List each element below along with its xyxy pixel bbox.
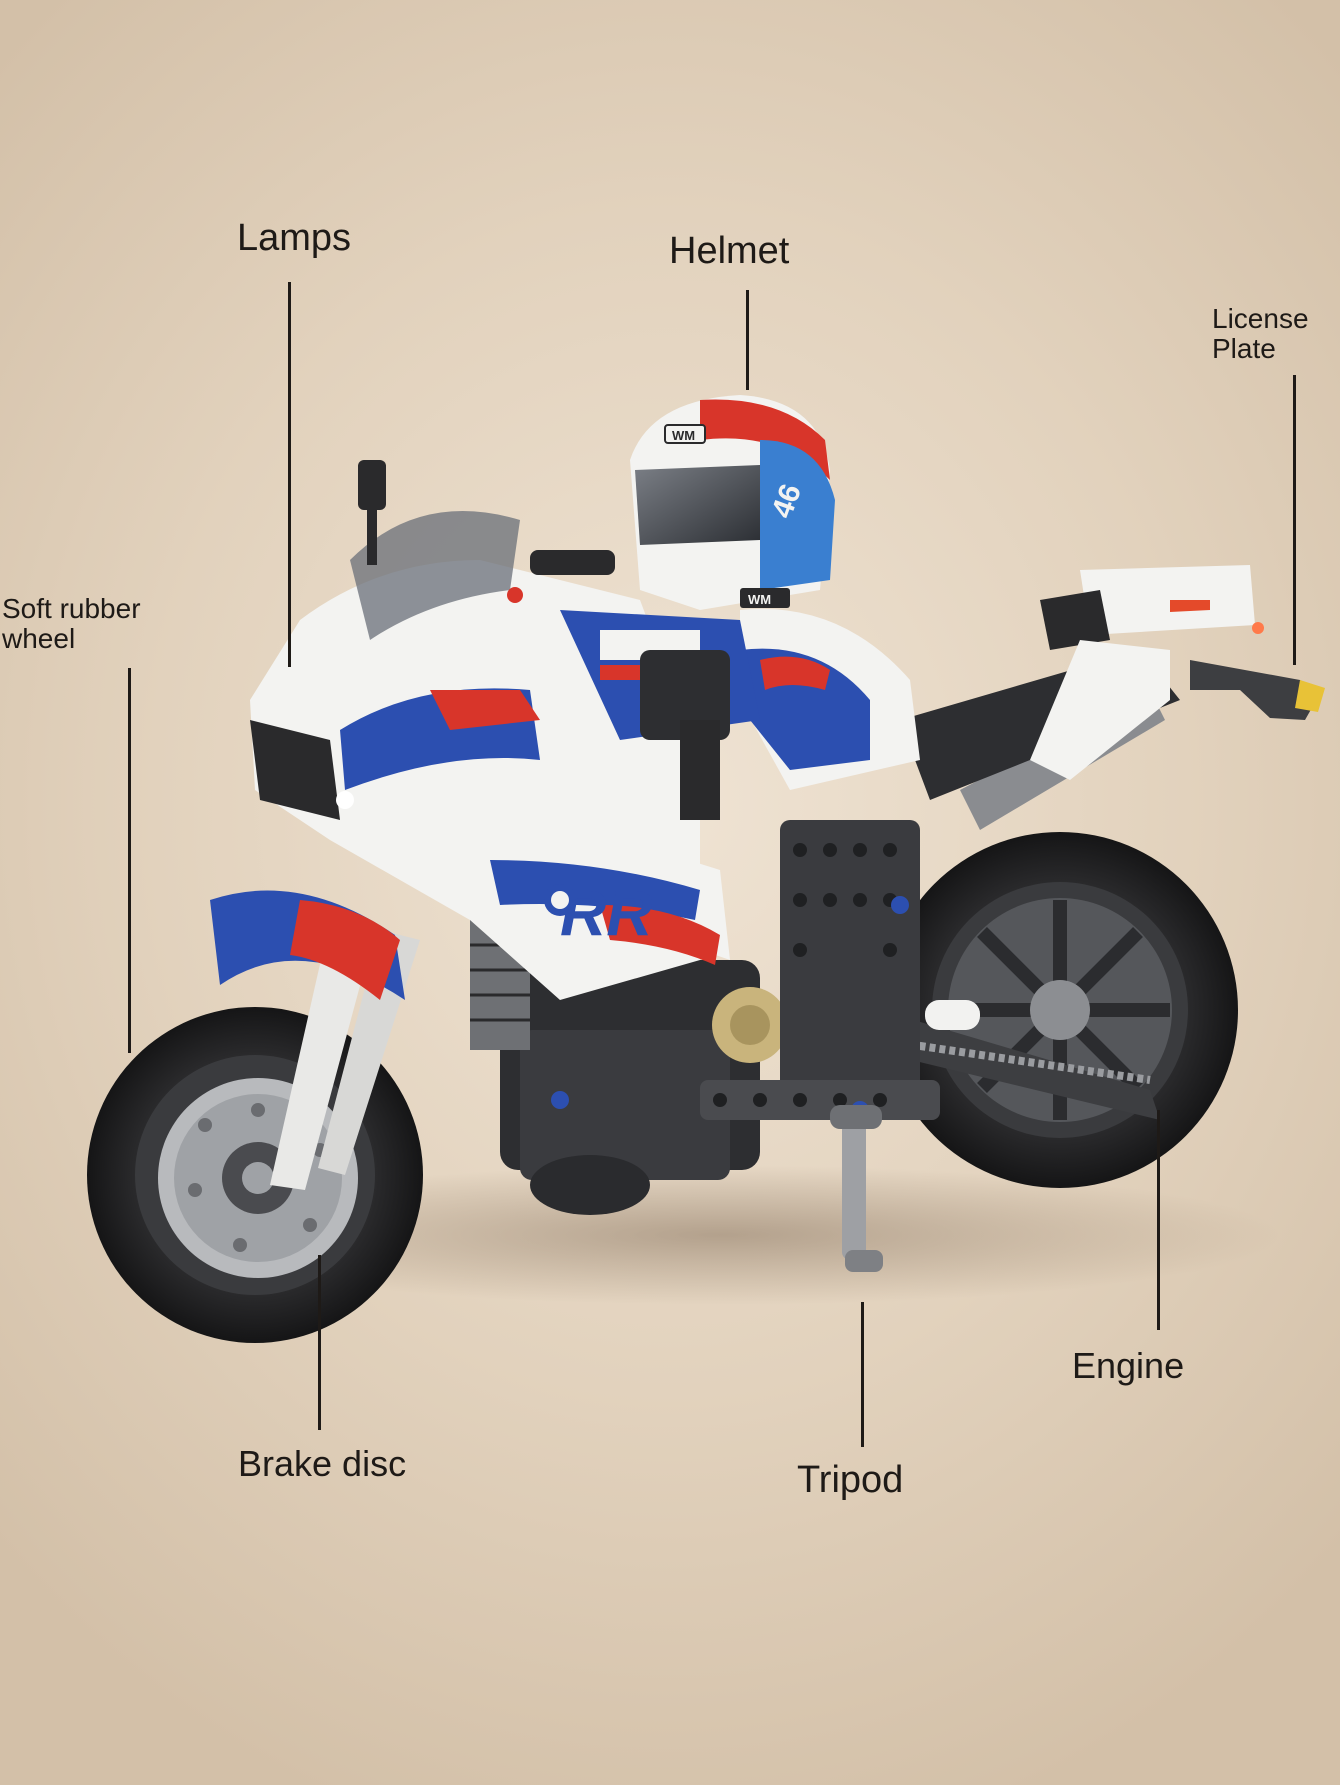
leader-soft-rubber-wheel: [128, 668, 131, 1053]
callout-soft-rubber-wheel: Soft rubber wheel: [2, 594, 141, 654]
callout-soft-rubber-wheel-line2: wheel: [2, 623, 76, 654]
callout-soft-rubber-wheel-line1: Soft rubber: [2, 593, 141, 624]
tripod-stand: [830, 1105, 883, 1272]
callout-lamps: Lamps: [237, 217, 352, 259]
license-plate-bracket: [1190, 660, 1322, 720]
leader-helmet: [746, 290, 749, 390]
callout-tripod: Tripod: [797, 1459, 904, 1501]
callout-license-plate: License Plate: [1212, 304, 1309, 364]
engine-block: [470, 920, 788, 1215]
leader-brake-disc: [318, 1255, 321, 1430]
callout-brake-disc: Brake disc: [238, 1443, 407, 1484]
front-fork: [270, 920, 375, 1190]
fairing: RR: [250, 460, 730, 1000]
leader-license-plate: [1293, 375, 1296, 665]
rider-helmet: 46 WM WM: [630, 395, 835, 610]
leader-engine: [1157, 1110, 1160, 1330]
leader-lamps: [288, 282, 291, 667]
leader-tripod: [861, 1302, 864, 1447]
swingarm: [870, 1010, 1160, 1120]
callout-license-plate-line2: Plate: [1212, 333, 1276, 364]
callout-license-plate-line1: License: [1212, 303, 1309, 334]
chain: [879, 1036, 1151, 1084]
windscreen: [350, 511, 520, 640]
tail-section: [900, 565, 1325, 800]
fairing-rr-text: RR: [560, 877, 652, 949]
floor-shadow: [160, 1165, 1280, 1305]
rider: [560, 610, 760, 820]
callout-engine: Engine: [1072, 1345, 1185, 1386]
tank: [740, 608, 920, 790]
helmet-badge: WM: [672, 428, 695, 443]
callout-helmet: Helmet: [669, 230, 790, 272]
collar-badge: WM: [748, 592, 771, 607]
